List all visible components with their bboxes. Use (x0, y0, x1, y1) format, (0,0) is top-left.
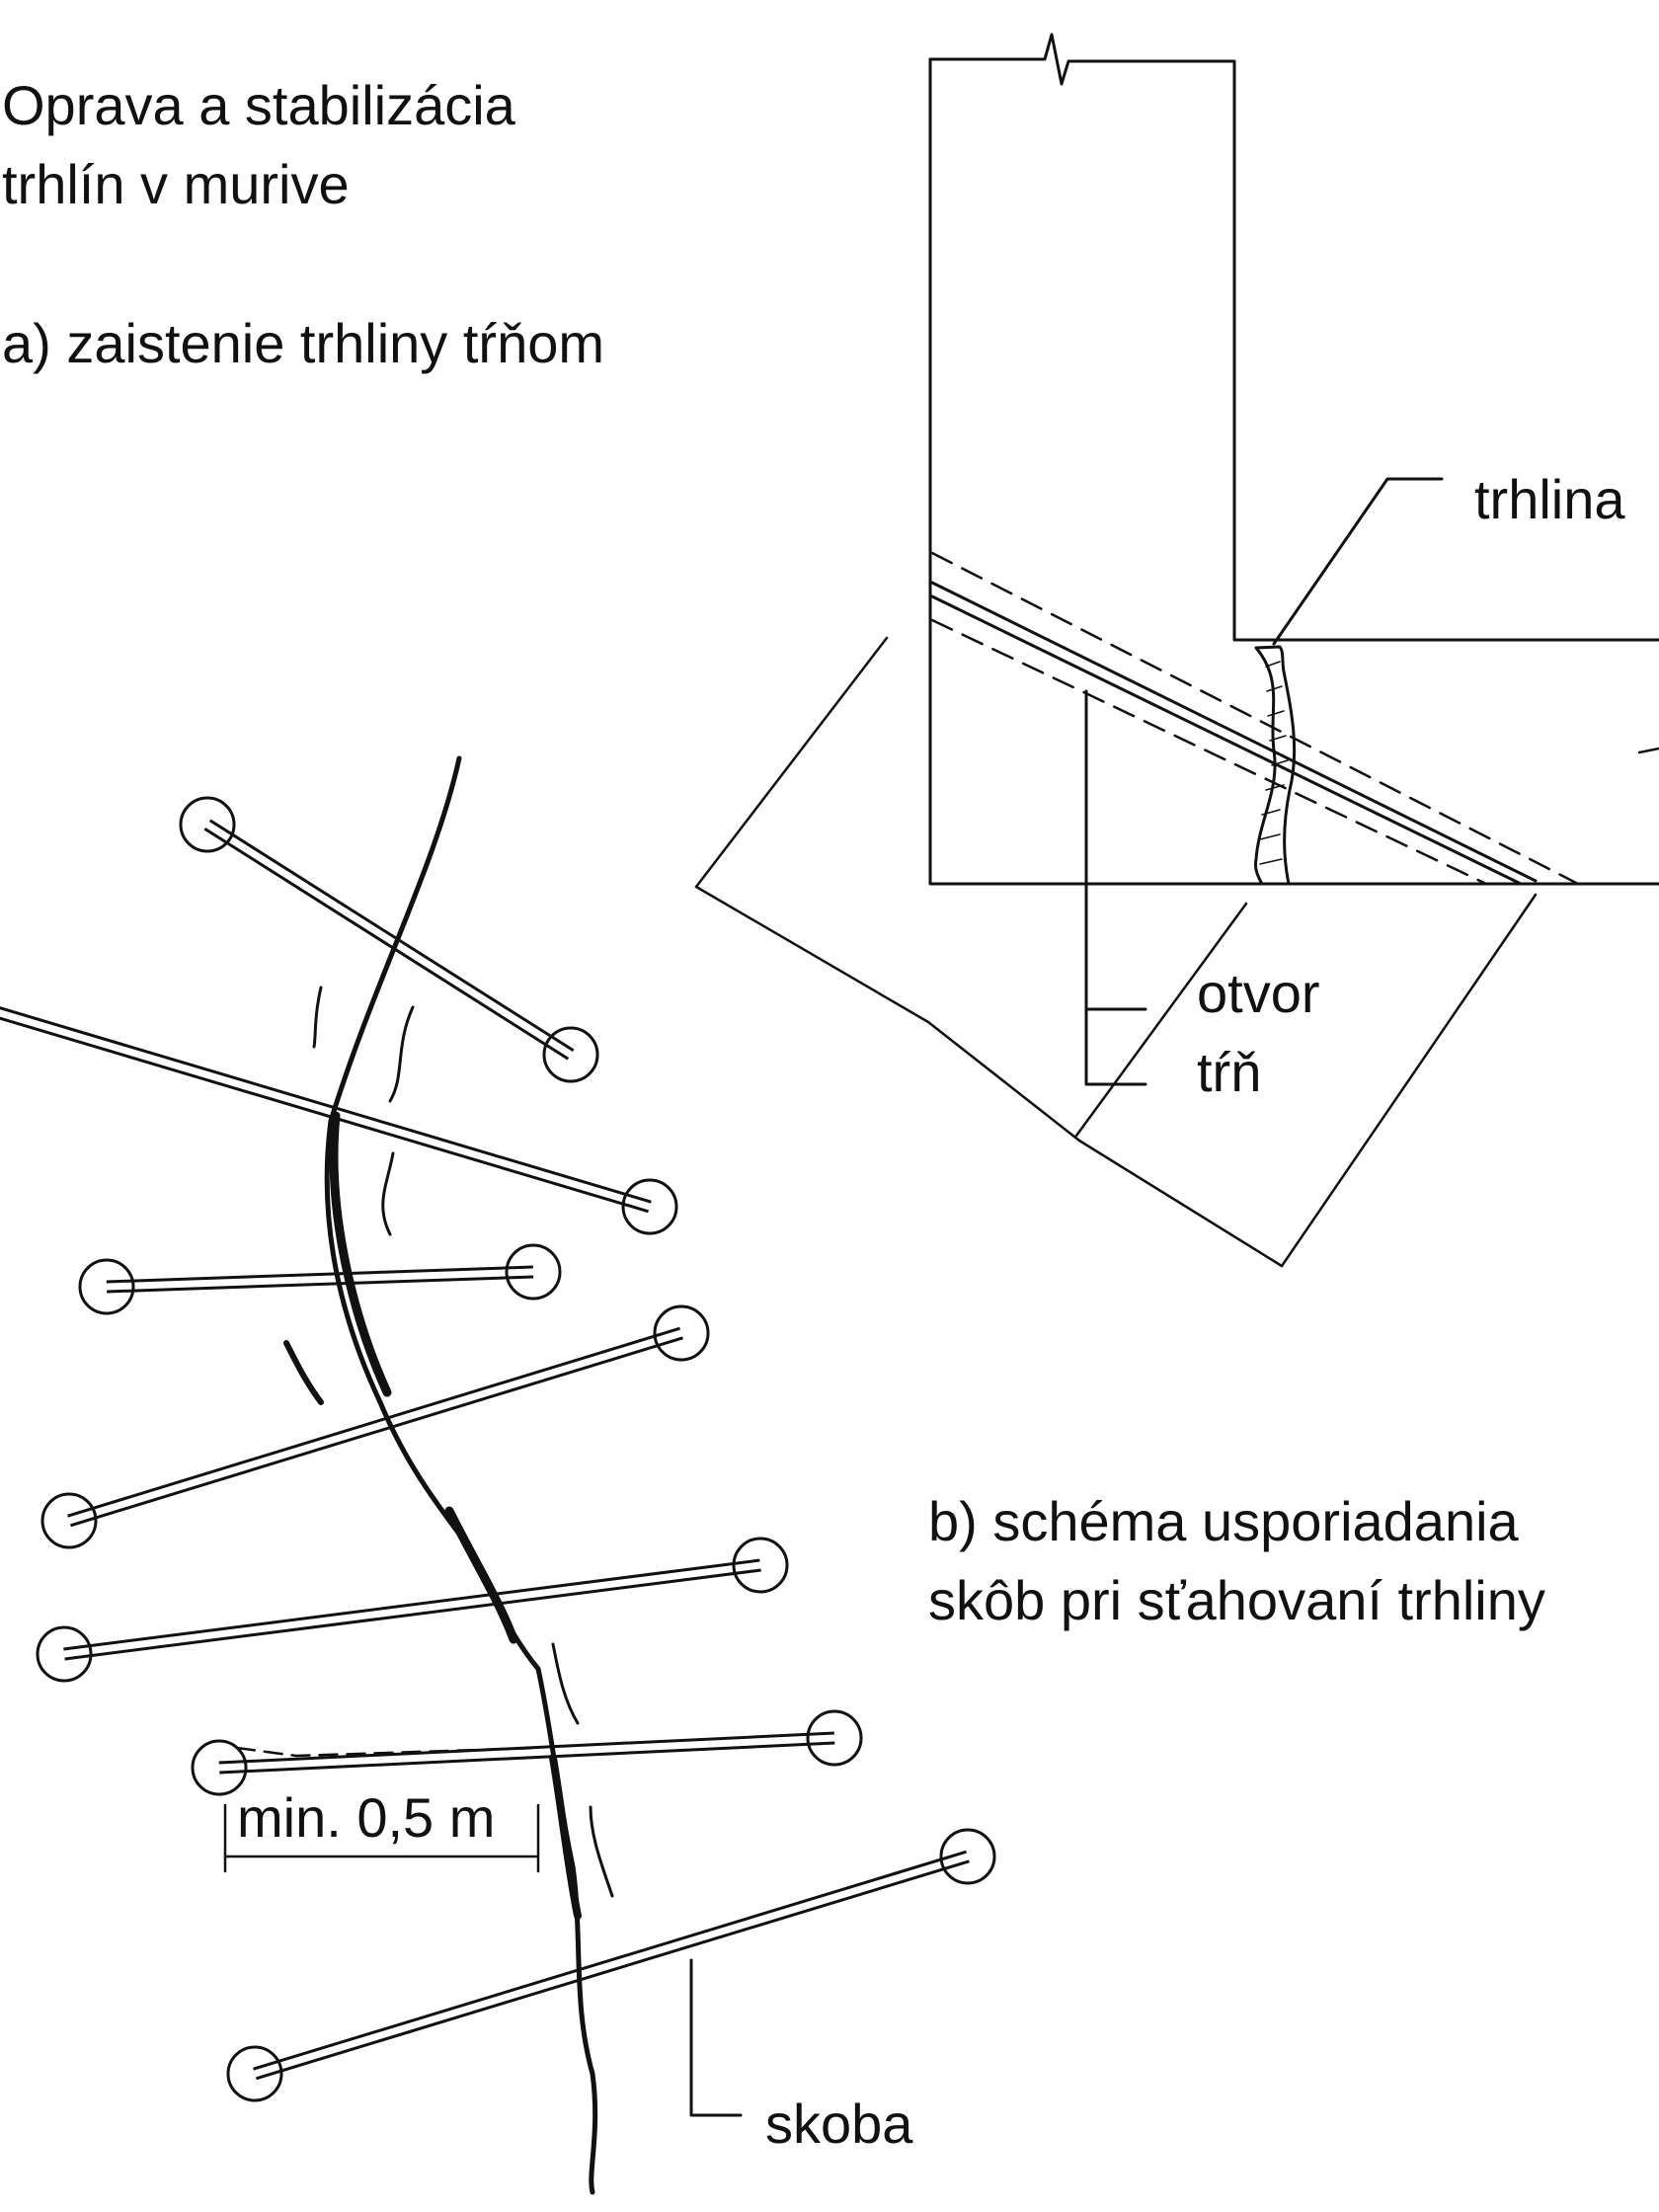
staple-5-anchor-start (36, 1625, 93, 1683)
staple-6-rod-b (218, 1731, 834, 1765)
staple-5-rod-b (63, 1558, 760, 1651)
hairline-crack-1 (312, 986, 323, 1049)
staple-4-anchor-end (653, 1304, 710, 1362)
title-line2: trhlín v murive (2, 153, 350, 215)
staple-1-anchor-end (542, 1026, 599, 1083)
staple-label: skoba (765, 2093, 913, 2155)
hairline-crack-3 (381, 1151, 395, 1236)
wall-detail (694, 33, 1659, 1268)
crack-label: trhlina (1474, 468, 1625, 530)
hairline-crack-2 (388, 1005, 415, 1103)
caption-a: a) zaistenie trhliny tŕňom (2, 312, 604, 374)
staple-7-rod-a (256, 1859, 970, 2081)
staple-6-anchor-start (191, 1739, 248, 1796)
staple-2-rod-a (0, 1016, 650, 1214)
plane-edge-right (1280, 893, 1538, 1268)
staple-3-anchor-start (78, 1258, 135, 1315)
plane-edge-bottom (694, 885, 1284, 1268)
staple-4-rod-a (70, 1336, 683, 1528)
hairline-crack-5 (551, 1642, 580, 1725)
wall-outline (928, 57, 1659, 886)
wall-top-break-line (928, 33, 1659, 642)
staple-2-rod-b (0, 1006, 652, 1204)
hole-line-lower (930, 618, 1488, 886)
hole-label: otvor (1197, 962, 1320, 1024)
crack-wide-3 (549, 1754, 582, 1920)
pin-label: tŕň (1197, 1041, 1261, 1103)
staples (0, 796, 996, 2102)
staple-leader (689, 1958, 743, 2117)
staple-7-anchor-start (226, 2045, 283, 2102)
edge-arrow (1637, 747, 1659, 754)
title-line1: Oprava a stabilizácia (2, 74, 516, 136)
staple-5-rod-a (64, 1568, 761, 1661)
staple-4-rod-b (67, 1326, 680, 1518)
plane-edge-left (694, 636, 889, 889)
crack-wide-2 (444, 1506, 518, 1644)
hole-bracket (1084, 689, 1147, 1011)
caption-b-line2: skôb pri sťahovaní trhliny (928, 1569, 1545, 1631)
staple-1-rod-b (208, 819, 575, 1053)
crack-leader (1272, 477, 1444, 646)
staple-3-rod-b (106, 1265, 533, 1284)
staple-6-anchor-end (806, 1709, 863, 1767)
staple-2-anchor-end (621, 1178, 678, 1235)
pin-depth-line (1074, 902, 1248, 1138)
pin-bracket (1084, 1007, 1147, 1086)
staple-7-anchor-end (939, 1828, 996, 1885)
caption-b-line1: b) schéma usporiadania (928, 1490, 1520, 1552)
hairline-crack-4 (283, 1340, 324, 1405)
hole-line-upper (930, 551, 1580, 886)
staple-1-rod-a (203, 827, 570, 1061)
staple-3-rod-a (107, 1275, 534, 1294)
crack-wide-1 (329, 1111, 392, 1397)
staple-1-anchor-start (179, 796, 236, 853)
staple-3-anchor-end (505, 1243, 562, 1301)
crack-fill-zone (1254, 645, 1297, 886)
staple-scheme (223, 755, 743, 2195)
staple-6-rod-a (219, 1741, 835, 1775)
dimension-label: min. 0,5 m (237, 1786, 495, 1849)
staple-7-rod-b (253, 1850, 967, 2071)
staple-4-anchor-start (40, 1492, 98, 1549)
pin-line-upper (930, 581, 1538, 883)
staple-5-anchor-end (732, 1537, 789, 1594)
hairline-crack-6 (589, 1805, 614, 1898)
crack-hatch (1259, 661, 1289, 865)
pin-line-lower (930, 594, 1523, 886)
